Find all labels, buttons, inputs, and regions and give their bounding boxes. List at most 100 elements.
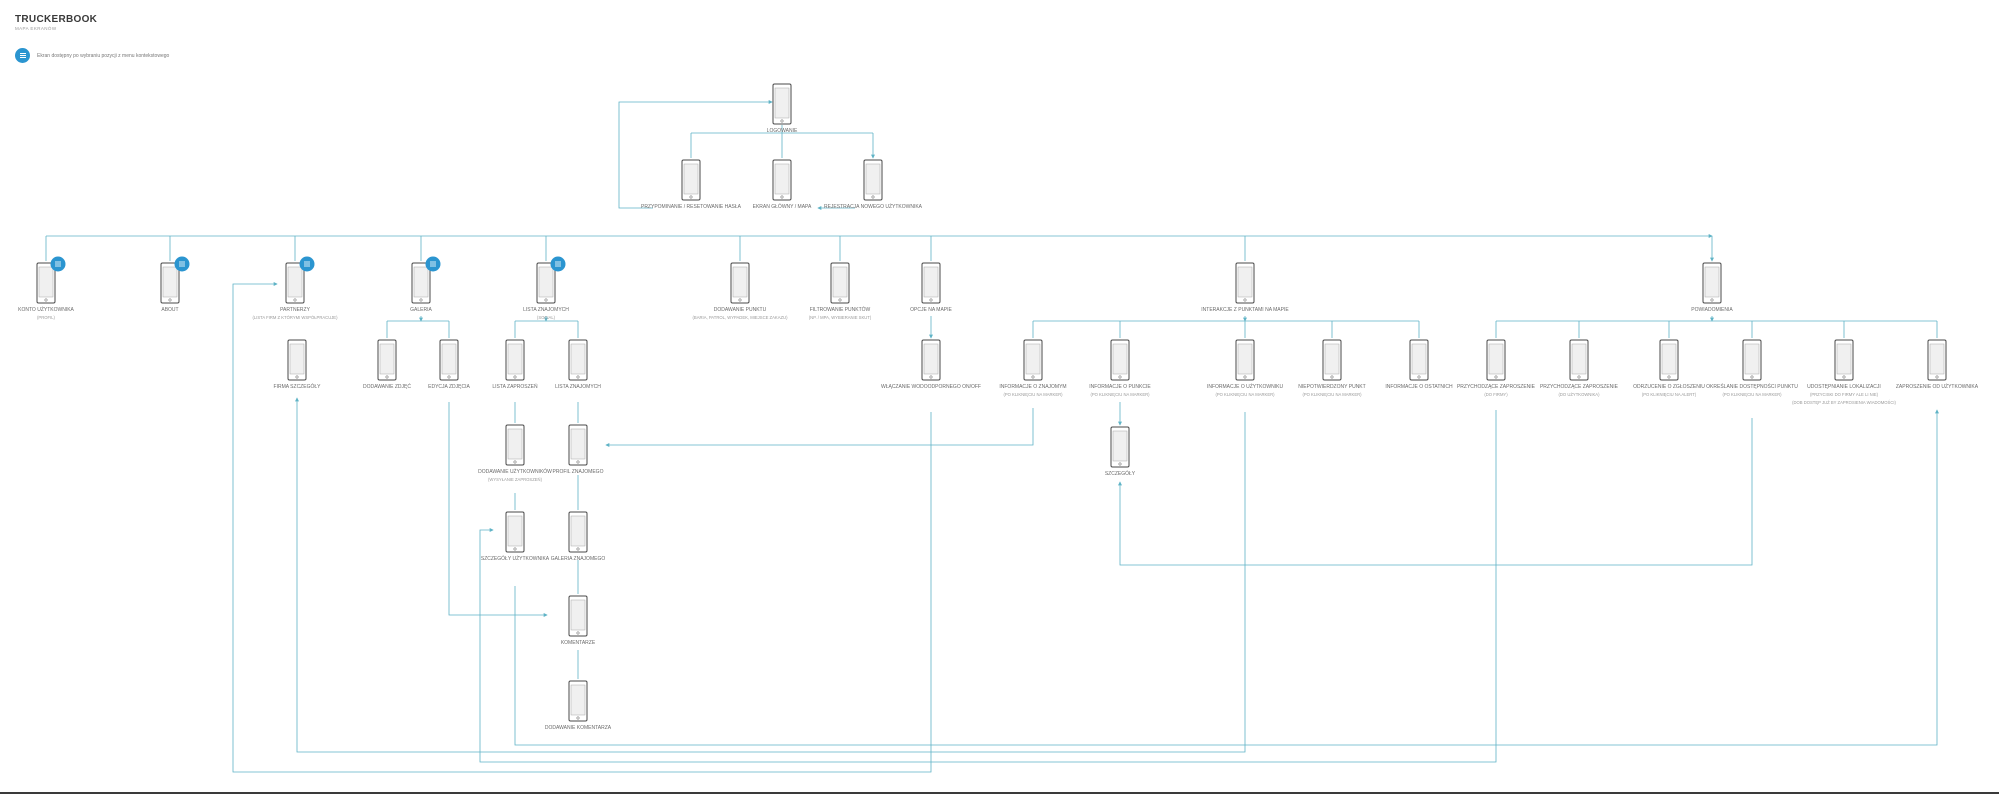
screen-node: OPCJE NA MAPIE (910, 262, 952, 313)
screen-sublabel: (WYSYŁANIE ZAPROSZEŃ) (488, 477, 543, 482)
phone-home-button (1417, 375, 1421, 379)
phone-screen (38, 266, 54, 298)
phone-home-button (1118, 375, 1122, 379)
screen-label: INTERAKCJE Z PUNKTAMI NA MAPIE (1201, 307, 1289, 313)
screen-node: SZCZEGÓŁY (1105, 426, 1136, 477)
screen-node: REJESTRACJA NOWEGO UŻYTKOWNIKA (824, 159, 923, 210)
phone-home-button (1494, 375, 1498, 379)
page-title: TRUCKERBOOK (15, 14, 98, 25)
screen-node: INFORMACJE O ZNAJOMYM (PO KLIKNIĘCIU NA M… (999, 339, 1067, 397)
screen-node: INTERAKCJE Z PUNKTAMI NA MAPIE (1201, 262, 1289, 313)
phone-home-button (1710, 298, 1714, 302)
screen-sublabel: (PRZYCISKI DO FIRMY ALE LI NIE) (1810, 392, 1879, 397)
phone-screen (923, 343, 939, 375)
screen-node: ZAPROSZENIE OD UŻYTKOWNIKA (1896, 339, 1979, 390)
legend-text: Ekran dostępny po wybraniu pozycji z men… (37, 53, 170, 59)
screen-label: PRZYCHODZĄCE ZAPROSZENIE (1457, 384, 1536, 390)
screen-label: OPCJE NA MAPIE (910, 307, 952, 313)
screen-label: GALERIA ZNAJOMEGO (551, 556, 606, 562)
page-subtitle: MAPA EKRANÓW (15, 26, 57, 31)
phone-screen (379, 343, 395, 375)
phone-home-button (1243, 375, 1247, 379)
screen-node: LOGOWANIE (767, 83, 798, 134)
screen-sublabel: (PO KLIKNIĘCIU NA MARKER) (1302, 392, 1362, 397)
phone-home-button (689, 195, 693, 199)
phone-screen (570, 599, 586, 631)
screen-label: INFORMACJE O UŻYTKOWNIKU (1207, 383, 1284, 390)
phone-screen (413, 266, 429, 298)
phone-screen (1025, 343, 1041, 375)
screen-label: DODAWANIE ZDJĘĆ (363, 383, 411, 390)
phone-screen (162, 266, 178, 298)
screen-label: EDYCJA ZDJĘCIA (428, 384, 470, 390)
phone-screen (832, 266, 848, 298)
phone-home-button (295, 375, 299, 379)
screen-label: FILTROWANIE PUNKTÓW (810, 306, 871, 313)
screen-node: EKRAN GŁÓWNY / MAPA (753, 159, 812, 210)
connector-lines (45, 100, 1939, 773)
menu-icon (50, 256, 66, 272)
phone-screen (441, 343, 457, 375)
phone-screen (865, 163, 881, 195)
screen-sublabel: (PO KLIKNIĘCIU NA MARKER) (1003, 392, 1063, 397)
phone-home-button (1750, 375, 1754, 379)
phone-home-button (419, 298, 423, 302)
screen-node: FILTROWANIE PUNKTÓW(NP. / MPA, WYBIERANI… (809, 262, 872, 320)
screen-node: INFORMACJE O UŻYTKOWNIKU (PO KLIKNIĘCIU N… (1207, 339, 1284, 397)
phone-screen (1571, 343, 1587, 375)
phone-screen (683, 163, 699, 195)
screen-label: PRZYCHODZĄCE ZAPROSZENIE (1540, 384, 1619, 390)
phone-home-button (576, 631, 580, 635)
screen-node: NIEPOTWIERDZONY PUNKT (PO KLIKNIĘCIU NA M… (1298, 339, 1366, 397)
screen-label: ZAPROSZENIE OD UŻYTKOWNIKA (1896, 383, 1979, 390)
screen-node: PRZYPOMINANIE / RESETOWANIE HASŁA (641, 159, 742, 210)
menu-icon (15, 48, 30, 63)
phone-screen (570, 684, 586, 716)
phone-screen (570, 428, 586, 460)
menu-icon (299, 256, 315, 272)
screen-label: LOGOWANIE (767, 128, 798, 134)
phone-home-button (513, 460, 517, 464)
screen-node: PRZYCHODZĄCE ZAPROSZENIE (DO FIRMY) (1457, 339, 1536, 397)
screen-node: INFORMACJE O OSTATNICH (1385, 339, 1453, 390)
phone-home-button (1118, 462, 1122, 466)
screen-label: NIEPOTWIERDZONY PUNKT (1298, 384, 1365, 390)
phone-home-button (1935, 375, 1939, 379)
screen-node: WŁĄCZANIE WODOODPORNEGO ON/OFF (881, 339, 981, 390)
screen-sublabel: (DO FIRMY) (1484, 392, 1508, 397)
phone-home-button (385, 375, 389, 379)
screen-label: INFORMACJE O ZNAJOMYM (999, 384, 1066, 390)
screen-label: DODAWANIE KOMENTARZA (545, 725, 612, 731)
screen-label: REJESTRACJA NOWEGO UŻYTKOWNIKA (824, 203, 923, 210)
screen-sublabel: (BARIA, PATROL, WYPADEK, MIEJSCE ZAKAZU) (693, 315, 789, 320)
screen-label: ABOUT (161, 307, 178, 313)
phone-home-button (1330, 375, 1334, 379)
phone-screen (1237, 266, 1253, 298)
phone-home-button (1243, 298, 1247, 302)
screen-label: KONTO UŻYTKOWNIKA (18, 306, 74, 313)
screen-sublabel: (PO KLIKNIĘCIU NA MARKER) (1215, 392, 1275, 397)
phone-screen (1836, 343, 1852, 375)
screen-sublabel: (DO UŻYTKOWNIKA) (1559, 392, 1601, 397)
screen-node: FIRMA SZCZEGÓŁY (274, 339, 321, 390)
phone-screen (1112, 430, 1128, 462)
screen-node: ABOUT (160, 256, 190, 313)
screen-label: LISTA ZNAJOMYCH (555, 384, 601, 390)
phone-screen (1237, 343, 1253, 375)
phone-screen (1704, 266, 1720, 298)
screen-node: PROFIL ZNAJOMEGO (553, 424, 604, 475)
screen-node: LISTA ZAPROSZEŃ (492, 339, 538, 390)
screen-label: WŁĄCZANIE WODOODPORNEGO ON/OFF (881, 384, 981, 390)
screen-node: PRZYCHODZĄCE ZAPROSZENIE (DO UŻYTKOWNIKA) (1540, 339, 1619, 397)
screen-node: DODAWANIE UŻYTKOWNIKÓW (WYSYŁANIE ZAPROSZ… (478, 424, 552, 482)
phone-screen (507, 343, 523, 375)
screen-label: PRZYPOMINANIE / RESETOWANIE HASŁA (641, 204, 742, 210)
phone-home-button (929, 298, 933, 302)
screen-label: POWIADOMIENIA (1691, 307, 1733, 313)
phone-home-button (576, 375, 580, 379)
phone-home-button (1031, 375, 1035, 379)
menu-icon (174, 256, 190, 272)
screen-node: DODAWANIE PUNKTU(BARIA, PATROL, WYPADEK,… (693, 262, 789, 320)
phone-screen (1661, 343, 1677, 375)
screen-label: DODAWANIE UŻYTKOWNIKÓW (478, 468, 552, 475)
